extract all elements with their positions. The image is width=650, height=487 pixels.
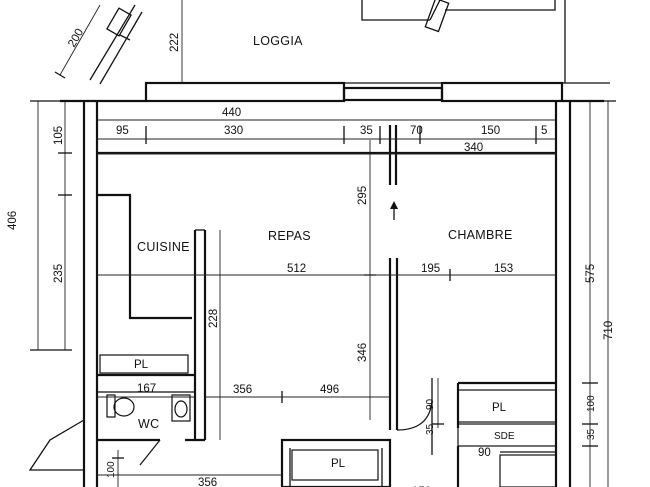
dim-right-35: 35 (586, 428, 597, 440)
dim-top-95: 95 (116, 125, 129, 137)
dim-loggia-diagonal: 200 (66, 27, 86, 50)
dim-left-235: 235 (53, 264, 65, 283)
dim-top-150: 150 (481, 125, 500, 137)
room-label-cuisine: CUISINE (137, 240, 190, 254)
dim-mid-153: 153 (494, 263, 513, 275)
dim-wc-167: 167 (137, 383, 156, 395)
room-label-sde: SDE (494, 431, 515, 442)
dim-top-35: 35 (360, 125, 373, 137)
dim-left-105: 105 (53, 126, 65, 145)
dim-top-5: 5 (541, 125, 547, 137)
dim-mid-346: 346 (357, 343, 369, 362)
dim-top-330: 330 (224, 125, 243, 137)
dimension-lines (30, 0, 616, 487)
dim-bottom-100: 100 (106, 461, 117, 478)
placard-label-3: PL (331, 458, 346, 470)
dim-right-575: 575 (585, 264, 597, 283)
loggia-area (89, 0, 610, 85)
interior-walls (97, 125, 557, 487)
dim-loggia-depth: 222 (169, 33, 181, 52)
dim-sde-90: 90 (425, 398, 436, 410)
room-label-chambre: CHAMBRE (448, 228, 513, 242)
fixtures (99, 354, 557, 481)
dim-mid-512: 512 (287, 263, 306, 275)
dim-mid-195: 195 (421, 263, 440, 275)
placard-label-2: PL (492, 402, 507, 414)
dim-lower-496: 496 (320, 384, 339, 396)
room-labels: LOGGIA CUISINE REPAS CHAMBRE WC SDE PL P… (134, 34, 515, 470)
dim-chambre-340: 340 (464, 142, 483, 154)
dim-bottom-356: 356 (198, 477, 217, 487)
dim-mid-295: 295 (357, 186, 369, 205)
room-label-repas: REPAS (268, 229, 311, 243)
dim-right-100: 100 (586, 395, 597, 412)
dim-left-406: 406 (7, 211, 19, 230)
dim-bottom-90: 90 (478, 447, 491, 459)
placard-label-1: PL (134, 359, 149, 371)
dim-top-total: 440 (222, 107, 241, 119)
dimension-labels: 200 222 440 95 330 35 70 150 5 340 105 4… (7, 27, 615, 487)
dim-top-70: 70 (410, 125, 423, 137)
room-label-loggia: LOGGIA (253, 34, 303, 48)
room-label-wc: WC (138, 417, 159, 431)
dim-lower-356: 356 (233, 384, 252, 396)
dim-right-710: 710 (603, 321, 615, 340)
exterior-walls (28, 81, 604, 487)
dim-cuisine-228: 228 (208, 309, 220, 328)
dim-sde-35: 35 (425, 423, 436, 435)
